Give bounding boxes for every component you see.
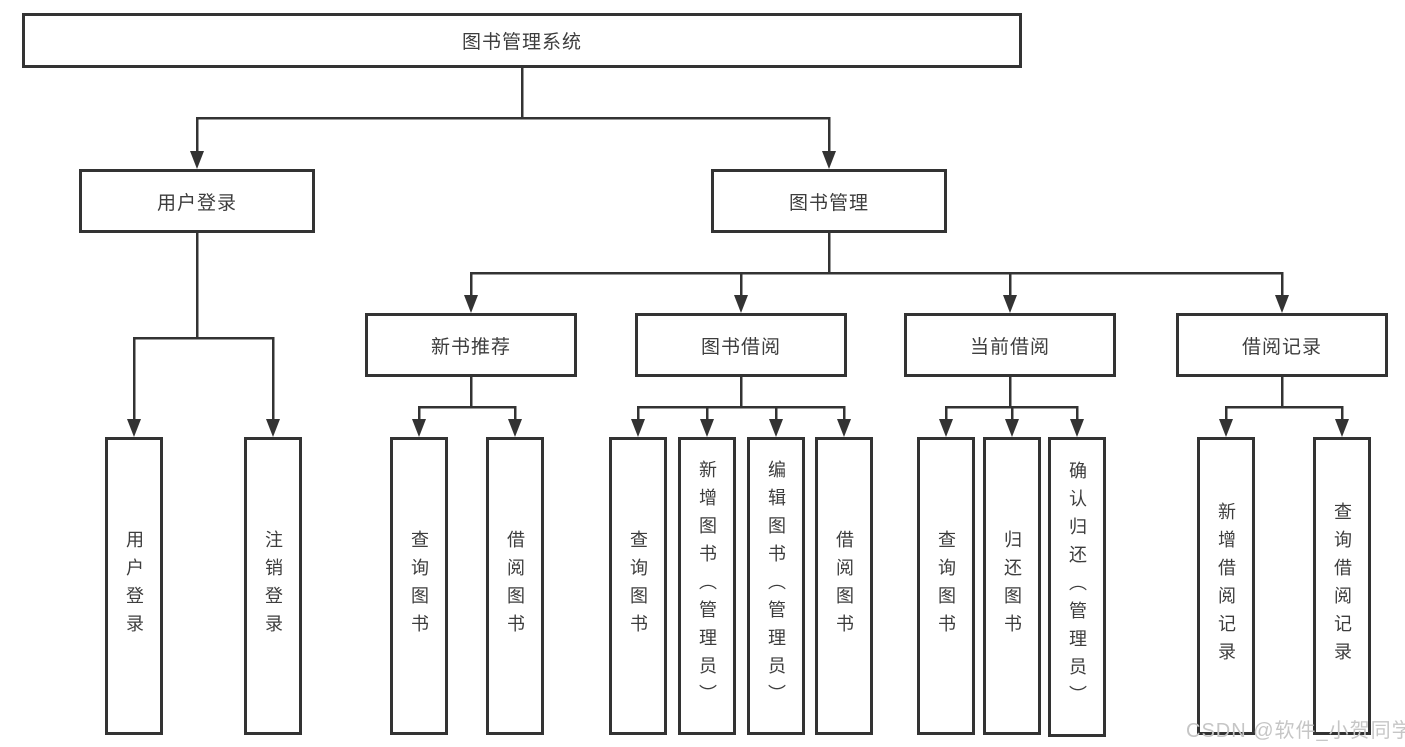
node-book-borrow: 图书借阅 <box>635 313 847 377</box>
leaf-edit-book-admin: 编辑图书（管理员） <box>747 437 805 735</box>
leaf-borrow-books: 借阅图书 <box>815 437 873 735</box>
leaf-add-borrow-record: 新增借阅记录 <box>1197 437 1255 735</box>
node-current-borrow: 当前借阅 <box>904 313 1116 377</box>
node-user-login: 用户登录 <box>79 169 315 233</box>
leaf-logout: 注销登录 <box>244 437 302 735</box>
leaf-add-book-admin: 新增图书（管理员） <box>678 437 736 735</box>
leaf-user-login: 用户登录 <box>105 437 163 735</box>
leaf-query-books-current: 查询图书 <box>917 437 975 735</box>
leaf-borrow-books-recommend: 借阅图书 <box>486 437 544 735</box>
node-new-book-recommend: 新书推荐 <box>365 313 577 377</box>
leaf-confirm-return-admin: 确认归还（管理员） <box>1048 437 1106 737</box>
leaf-query-borrow-record: 查询借阅记录 <box>1313 437 1371 735</box>
leaf-query-books-borrow: 查询图书 <box>609 437 667 735</box>
leaf-return-book: 归还图书 <box>983 437 1041 735</box>
node-root: 图书管理系统 <box>22 13 1022 68</box>
node-borrow-records: 借阅记录 <box>1176 313 1388 377</box>
csdn-watermark: CSDN @软件_小贺同学 <box>1186 720 1405 742</box>
node-book-management: 图书管理 <box>711 169 947 233</box>
leaf-query-books-recommend: 查询图书 <box>390 437 448 735</box>
